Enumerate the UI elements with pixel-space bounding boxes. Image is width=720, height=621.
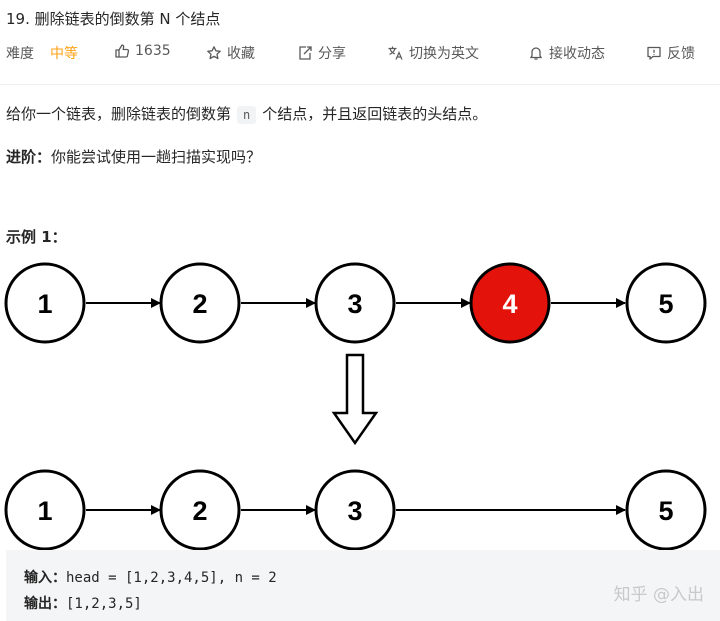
list-node: 2 [159, 469, 241, 550]
feedback-icon [646, 45, 662, 61]
list-before: 1 2 3 4 5 [4, 262, 707, 344]
favorite-label: 收藏 [227, 46, 255, 62]
node-value: 5 [658, 289, 673, 319]
node-value: 3 [347, 496, 362, 526]
subscribe-label: 接收动态 [549, 46, 605, 62]
list-node: 2 [159, 262, 241, 344]
list-node: 3 [314, 469, 396, 550]
problem-description: 给你一个链表，删除链表的倒数第 n 个结点，并且返回链表的头结点。 [6, 103, 487, 124]
translate-icon [387, 45, 404, 61]
down-arrow-icon [331, 353, 379, 446]
list-after: 1 2 3 5 [4, 469, 707, 550]
example-output: 输出：[1,2,3,5] [24, 593, 142, 613]
watermark: 知乎 @入出 [613, 585, 704, 605]
feedback-label: 反馈 [667, 46, 695, 62]
removed-list-node: 4 [469, 262, 551, 344]
list-node: 3 [314, 262, 396, 344]
bell-icon [528, 45, 544, 61]
example-title: 示例 1： [6, 228, 67, 246]
thumbs-up-icon [114, 43, 130, 59]
share-button[interactable]: 分享 [297, 43, 346, 63]
output-label: 输出： [24, 596, 66, 612]
input-value: head = [1,2,3,4,5], n = 2 [66, 570, 277, 586]
advanced-text: 你能尝试使用一趟扫描实现吗？ [51, 148, 262, 166]
linked-list-diagram: 1 2 3 4 5 1 2 [4, 262, 707, 550]
node-value: 3 [347, 289, 362, 319]
list-node: 5 [625, 469, 707, 550]
subscribe-button[interactable]: 接收动态 [528, 43, 605, 63]
node-value: 1 [37, 496, 52, 526]
share-icon [297, 45, 313, 61]
node-value: 4 [502, 289, 517, 319]
node-value: 1 [37, 289, 52, 319]
problem-toolbar: 难度 中等 1635 收藏 分享 切换为英文 接收动态 反馈 [6, 43, 720, 63]
difficulty-badge: 中等 [50, 46, 78, 62]
advanced-hint: 进阶：你能尝试使用一趟扫描实现吗？ [6, 146, 261, 167]
header-divider [0, 84, 720, 85]
like-count: 1635 [135, 43, 171, 59]
switch-language-label: 切换为英文 [409, 46, 479, 62]
list-node: 1 [4, 262, 86, 344]
example-input: 输入：head = [1,2,3,4,5], n = 2 [24, 567, 277, 587]
example-io-block: 输入：head = [1,2,3,4,5], n = 2 输出：[1,2,3,5… [6, 550, 720, 621]
like-button[interactable]: 1635 [114, 43, 171, 59]
node-value: 2 [192, 496, 207, 526]
star-icon [206, 45, 222, 61]
switch-language-button[interactable]: 切换为英文 [387, 43, 479, 63]
advanced-label: 进阶： [6, 148, 52, 166]
list-node: 1 [4, 469, 86, 550]
difficulty-label: 难度 [6, 46, 34, 62]
node-value: 5 [658, 496, 673, 526]
problem-title: 19. 删除链表的倒数第 N 个结点 [6, 10, 221, 28]
inline-code-n: n [237, 106, 257, 124]
description-text-before: 给你一个链表，删除链表的倒数第 [6, 105, 232, 123]
feedback-button[interactable]: 反馈 [646, 43, 695, 63]
output-value: [1,2,3,5] [66, 596, 142, 612]
description-text-after: 个结点，并且返回链表的头结点。 [262, 105, 488, 123]
input-label: 输入： [24, 570, 66, 586]
share-label: 分享 [318, 46, 346, 62]
list-node: 5 [625, 262, 707, 344]
node-value: 2 [192, 289, 207, 319]
favorite-button[interactable]: 收藏 [206, 43, 255, 63]
